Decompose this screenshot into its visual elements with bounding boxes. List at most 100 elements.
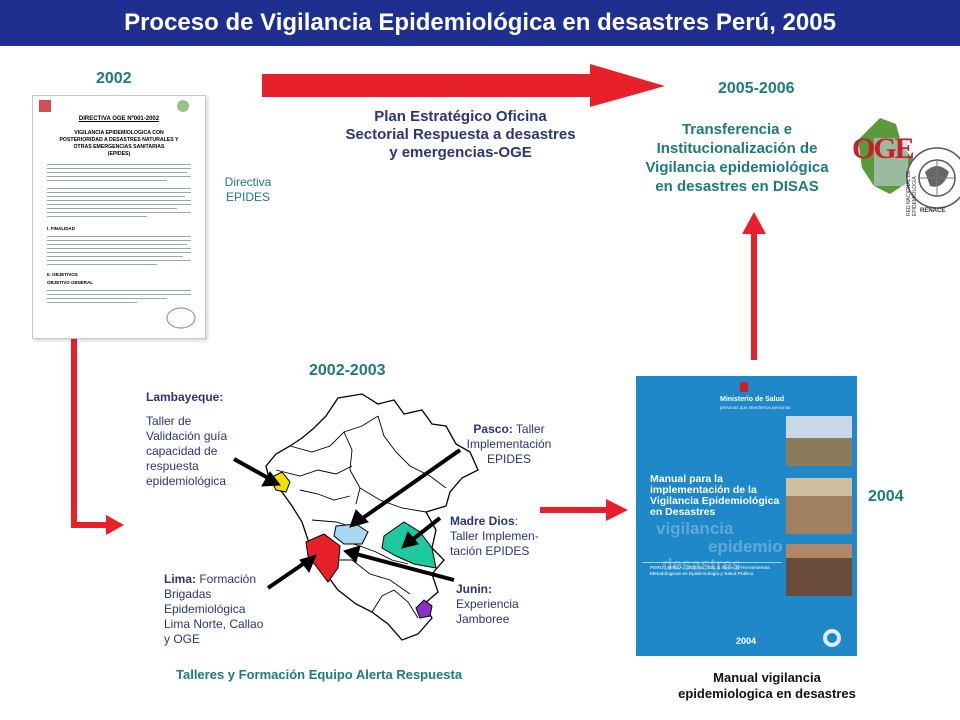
manual-title-4: en Desastres (650, 506, 716, 518)
manual-title-2: implementación de la (650, 484, 757, 496)
map-outline (265, 393, 479, 641)
document-title-4: (EPIDES) (107, 151, 131, 157)
lima-line-1: Formación (196, 572, 257, 586)
madre-pointer-head (401, 531, 419, 549)
lambayeque-line-1: Taller de (146, 414, 192, 428)
madre-dios-line-1: : (514, 514, 519, 528)
manual-ghost-1: vigilancia (656, 519, 734, 538)
document-title: VIGILANCIA EPIDEMIOLOGICA CON POSTERIORI… (33, 130, 205, 158)
junin-line-2: Jamboree (456, 612, 510, 626)
manual-series-2: Metodologicas en Epidemiologia y Salud P… (650, 572, 754, 577)
document-title-3: OTRAS EMERGENCIAS SANITARIAS (73, 144, 165, 150)
directiva-line-1: Directiva (224, 175, 272, 189)
manual-cover: Ministerio de Salud personas que atendem… (636, 376, 857, 656)
junin-text: Junin: Experiencia Jamboree (456, 582, 546, 627)
manual-caption: Manual vigilancia epidemiologica en desa… (642, 670, 892, 702)
manual-series-1: PERU / MINSA / OGE-04 / 021 & Serie de H… (650, 566, 770, 571)
lambayeque-text: Taller de Validación guía capacidad de r… (146, 414, 246, 489)
map-to-manual-head (606, 499, 628, 521)
transfer-line-2: Institucionalización de (656, 140, 818, 157)
lima-line-3: Epidemiológica (164, 602, 246, 616)
plan-estrategico-label: Plan Estratégico Oficina Sectorial Respu… (318, 108, 603, 162)
document-section-2: II. OBJETIVOS (47, 272, 78, 277)
pasco-line-2: Implementación (466, 437, 552, 451)
region-junin (415, 599, 433, 619)
talleres-label: Talleres y Formación Equipo Alerta Respu… (176, 667, 463, 682)
lambayeque-line-5: epidemiológica (146, 474, 227, 488)
manual-series: PERU / MINSA / OGE-04 / 021 & Serie de H… (650, 566, 790, 578)
transferencia-label: Transferencia e Institucionalización de … (618, 120, 856, 196)
manual-title-1: Manual para la (650, 473, 723, 485)
manual-caption-1: Manual vigilancia (713, 670, 821, 685)
lima-title: Lima: (164, 572, 197, 586)
lima-text: Lima: Formación Brigadas Epidemiológica … (164, 572, 280, 647)
left-connector (71, 335, 108, 528)
plan-line-1: Plan Estratégico Oficina (374, 108, 547, 125)
madre-pointer (410, 516, 442, 542)
year-2005-2006: 2005-2006 (718, 80, 795, 97)
junin-pointer (355, 552, 455, 582)
madre-dios-line-3: tación EPIDES (450, 544, 530, 558)
lima-pointer-head (299, 554, 317, 574)
top-arrow (262, 64, 665, 107)
lambayeque-line-3: capacidad de (146, 444, 218, 458)
oge-logo-text: OGE (852, 132, 915, 165)
year-2004: 2004 (868, 488, 904, 505)
document-title-2: POSTERIORIDAD A DESASTRES NATURALES Y (59, 137, 179, 143)
pasco-pointer (358, 448, 462, 522)
lima-line-5: y OGE (164, 632, 201, 646)
lambayeque-line-2: Validación guía (146, 429, 228, 443)
lambayeque-pointer-head (261, 471, 281, 487)
pasco-pointer-head (349, 509, 369, 528)
manual-up-head (742, 212, 766, 234)
pasco-line-1: Taller (512, 422, 545, 436)
pointer-arrows (233, 448, 462, 590)
document-section-3: OBJETIVO GENERAL (47, 280, 94, 285)
lambayeque-pointer (233, 457, 271, 481)
lima-pointer (266, 560, 308, 590)
manual-ghost-3: desastres (662, 555, 742, 574)
peru-outline (265, 393, 479, 641)
directiva-label: Directiva EPIDES (216, 175, 280, 205)
manual-ministry-sub: personas que atendemos personas (720, 405, 791, 410)
directiva-line-2: EPIDES (225, 190, 270, 204)
manual-cover-graphics (642, 382, 852, 647)
plan-line-3: y emergencias-OGE (389, 144, 532, 161)
manual-ghost-2: epidemio (708, 537, 783, 556)
lima-line-2: Brigadas (164, 587, 212, 601)
year-2002: 2002 (96, 70, 132, 87)
document-title-1: VIGILANCIA EPIDEMIOLOGICA CON (74, 130, 164, 136)
transfer-line-3: Vigilancia epidemiológica (645, 159, 829, 176)
manual-cover-title: Manual para la implementación de la Vigi… (650, 474, 779, 518)
document-header: DIRECTIVA OGE Nº001-2002 (78, 116, 160, 122)
year-2002-2003: 2002-2003 (309, 362, 386, 379)
pasco-text: Pasco: Taller Implementación EPIDES (454, 422, 564, 467)
manual-ministry: Ministerio de Salud (720, 396, 785, 403)
lambayeque-line-4: respuesta (146, 459, 199, 473)
pasco-line-3: EPIDES (486, 452, 531, 466)
lima-line-4: Lima Norte, Callao (164, 617, 264, 631)
transfer-line-1: Transferencia e (681, 121, 793, 138)
region-lambayeque (269, 471, 291, 493)
page-title: Proceso de Vigilancia Epidemiológica en … (0, 0, 960, 46)
directiva-document: DIRECTIVA OGE Nº001-2002 VIGILANCIA EPID… (32, 95, 206, 339)
transfer-line-4: en desastres en DISAS (655, 178, 819, 195)
plan-line-2: Sectorial Respuesta a desastres (345, 126, 576, 143)
manual-title-3: Vigilancia Epidemiológica (650, 495, 780, 507)
manual-ghost-text: vigilancia epidemio desastres (656, 520, 783, 574)
junin-line-1: Experiencia (456, 597, 519, 611)
left-connector-head (106, 515, 124, 535)
madre-dios-title: Madre Dios (450, 514, 515, 528)
lambayeque-title: Lambayeque: (146, 390, 224, 404)
madre-dios-line-2: Taller Implemen- (450, 529, 539, 543)
document-section-1: I. FINALIDAD (47, 226, 75, 231)
manual-caption-2: epidemiologica en desastres (678, 686, 856, 701)
junin-pointer-head (343, 545, 361, 563)
manual-cover-year: 2004 (736, 636, 757, 646)
junin-title: Junin: (456, 582, 492, 596)
document-graphics (39, 100, 196, 329)
